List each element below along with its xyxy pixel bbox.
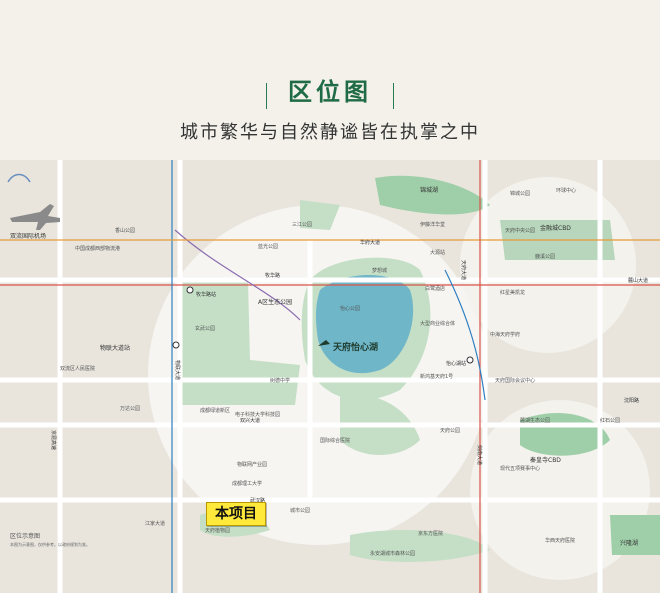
label-ito: 伊藤洋华堂: [420, 221, 445, 228]
lake-water: [315, 275, 414, 374]
label-cdut: 成都理工大学: [232, 480, 262, 487]
title-bar-left: [265, 82, 267, 109]
label-yixinhu-station: 怡心湖站: [446, 360, 466, 367]
road-jingkun: 京昆高速: [50, 430, 57, 450]
road-shenyang: 沈阳路: [624, 397, 639, 404]
label-greenway: 成都绿道新区: [200, 407, 230, 414]
label-hospital: 国际综合医院: [320, 437, 350, 444]
label-shk: 新鸿基天府1号: [420, 373, 453, 380]
label-tianfu-park: 天府公园: [440, 427, 460, 434]
label-hongshi: 红石公园: [600, 417, 620, 424]
road-shuangxing: 双兴大道: [240, 417, 260, 424]
road-wuhan: 武汉路: [250, 497, 265, 504]
road-jiannan: 剑南大道: [476, 445, 483, 465]
label-egret: 白鹭酒店: [425, 285, 445, 292]
title-row: 区位图: [0, 72, 660, 109]
station-wulian: [172, 341, 180, 349]
label-a-park: A区生态公园: [258, 298, 292, 306]
label-boe: 京东方医院: [418, 530, 443, 537]
metro-line-blue-v: [444, 269, 486, 401]
label-redstar: 红星美凯龙: [500, 289, 525, 296]
lake-label: 天府怡心湖: [333, 341, 378, 353]
road-wulian: 物联大道: [174, 360, 181, 380]
label-sanjiang: 三江公园: [292, 221, 312, 228]
label-shuangliu-hospital: 双流区人民医院: [60, 365, 95, 372]
map-area: 双流国际机场 锦城湖 锦城公园 环球中心 三江公园 蓝光公园 A区生态公园 玄武…: [0, 160, 660, 593]
green-sanjiang: [300, 200, 340, 230]
title-bar-right: [393, 82, 395, 109]
label-xiangshan: 香山公园: [115, 227, 135, 234]
road-lushan: 麓山大道: [628, 277, 648, 284]
label-shude: 树德中学: [270, 377, 290, 384]
header: 区位图 城市繁华与自然静谧皆在执掌之中: [0, 0, 660, 160]
label-dream-city: 梦想城: [372, 267, 387, 274]
label-botanical: 天府植物园: [205, 527, 230, 534]
map-footer-title: 区位示意图: [10, 532, 40, 540]
green-jincheng-lake: [375, 175, 490, 215]
cbd-circle-south: [470, 400, 650, 580]
station-yixinhu: [466, 356, 474, 364]
label-qinhuangsi-cbd: 秦皇寺CBD: [530, 456, 561, 464]
label-mall: 大型商业综合体: [420, 320, 455, 327]
map-svg: 双流国际机场 锦城湖 锦城公园 环球中心 三江公园 蓝光公园 A区生态公园 玄武…: [0, 160, 660, 593]
station-muhua: [186, 286, 194, 294]
green-yongan: [350, 530, 490, 562]
label-muhua-station: 牧华路站: [196, 291, 216, 298]
label-zhonghai: 中海天府学府: [490, 331, 520, 338]
label-city-park: 城市公园: [290, 507, 310, 514]
green-park-west: [180, 282, 300, 405]
metro-line-purple: [174, 229, 301, 321]
label-wanda: 万达公园: [120, 405, 140, 412]
airport-icon: [10, 204, 60, 230]
label-finance-cbd: 金融城CBD: [540, 224, 571, 232]
label-xinglong-lake: 兴隆湖: [620, 539, 638, 547]
road-huafu: 华府大道: [360, 239, 380, 246]
map-footnote: 本图为示意图，仅供参考。以政府规划为准。: [10, 541, 90, 547]
label-tianfu-central: 天府中央公园: [505, 227, 535, 234]
project-badge: 本项目: [206, 502, 266, 526]
label-yixin-park: 怡心公园: [340, 305, 360, 312]
road-tianfu: 天府大道: [460, 260, 467, 280]
bird-icon: [318, 340, 330, 346]
label-global-center: 环球中心: [556, 187, 576, 194]
label-luxi: 鹿溪公园: [535, 253, 555, 260]
label-logistics: 中国成都西部物流港: [75, 245, 120, 252]
label-uestc: 电子科技大学科技园: [235, 411, 280, 418]
label-conference: 天府国际会议中心: [495, 377, 535, 384]
label-yongan: 永安湖城市森林公园: [370, 550, 415, 557]
label-airport: 双流国际机场: [10, 232, 46, 240]
label-jincheng-park: 锦城公园: [510, 190, 530, 197]
label-languang: 蓝光公园: [258, 243, 278, 250]
green-xinglong: [610, 515, 660, 555]
label-iot-park: 物联网产业园: [237, 461, 267, 468]
compass-icon: [7, 173, 31, 183]
label-jiangjia: 江家大道: [145, 520, 165, 527]
page-subtitle: 城市繁华与自然静谧皆在执掌之中: [180, 122, 480, 143]
road-muhua: 牧华路: [265, 272, 280, 279]
label-xuanwu: 玄武公园: [195, 325, 215, 332]
label-luhu: 麓湖生态公园: [520, 417, 550, 424]
label-wulian-station: 物联大道站: [100, 344, 130, 352]
page-title: 区位图: [288, 78, 372, 106]
label-jincheng-lake: 锦城湖: [420, 186, 438, 194]
label-dayuan: 大源站: [430, 249, 445, 256]
label-huaxi: 华西天府医院: [545, 537, 575, 544]
label-pentathlon: 现代五项赛事中心: [500, 465, 540, 472]
roads: [0, 160, 660, 593]
